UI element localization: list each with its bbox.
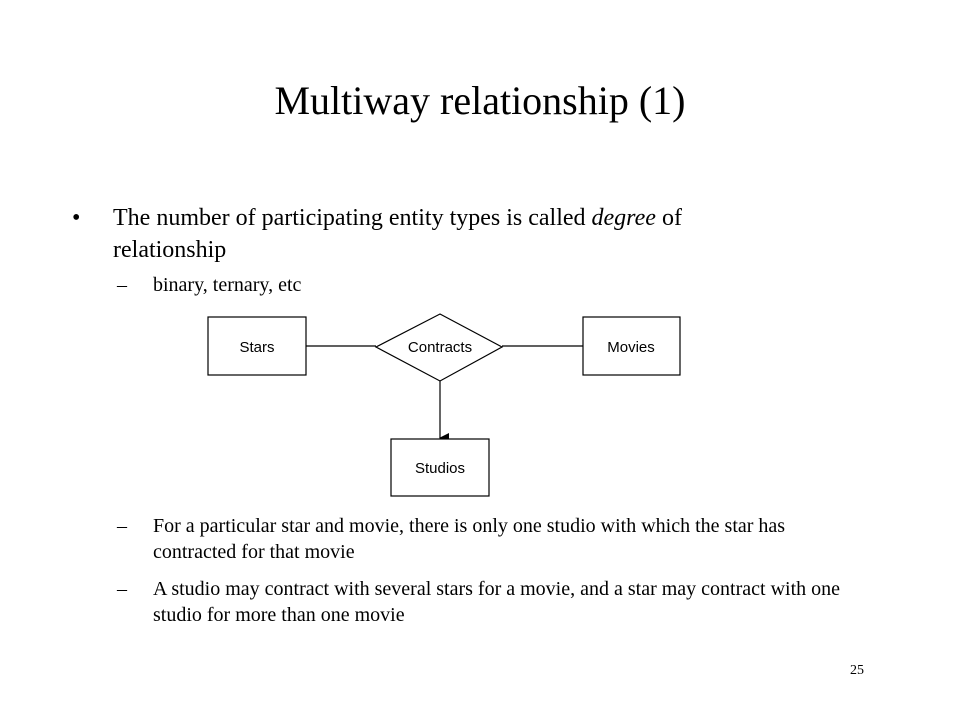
sub-bullet-text: For a particular star and movie, there i…: [153, 515, 786, 563]
slide-title: Multiway relationship (1): [274, 78, 686, 123]
dash-marker: –: [117, 515, 127, 537]
studios-entity-label: Studios: [415, 460, 465, 477]
bullet-text: The number of participating entity types…: [113, 202, 773, 266]
contracts-relationship-label: Contracts: [408, 339, 472, 356]
page-number: 25: [850, 663, 864, 678]
sub-bullet-text: binary, ternary, etc: [153, 274, 302, 296]
bullet-text-start: The number of participating entity types…: [113, 205, 592, 231]
dash-marker: –: [117, 578, 127, 600]
stars-entity-box: [207, 316, 307, 376]
sub-bullet-text: A studio may contract with several stars…: [153, 578, 841, 626]
studios-entity-box: [390, 438, 490, 497]
stars-entity-label: Stars: [239, 339, 274, 356]
dash-marker: –: [117, 274, 127, 296]
contracts-relationship-diamond: [374, 313, 504, 382]
bullet-text-end: of relationship: [113, 205, 682, 263]
movies-entity-box: [582, 316, 681, 376]
movies-entity-label: Movies: [607, 339, 655, 356]
degree-term: degree: [591, 205, 656, 231]
bullet-marker: •: [72, 205, 81, 231]
